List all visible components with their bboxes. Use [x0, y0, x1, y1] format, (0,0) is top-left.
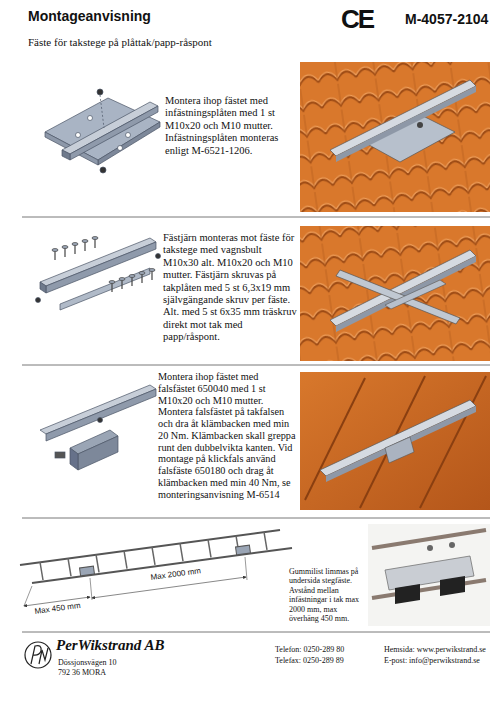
dimension-label: Max 450 mm [34, 598, 105, 617]
address: Dössjonsvägen 10 [58, 658, 208, 667]
instruction-text: Montera ihop fästet med infästningsplåte… [165, 95, 297, 157]
angle-iron-drawing [36, 237, 161, 311]
email: E-post: info@perwikstrand.se [384, 656, 498, 665]
roof-photo [300, 62, 490, 212]
note-text: Gummilist limmas på undersida stegfäste.… [289, 567, 367, 624]
logo-mark [25, 642, 51, 668]
roof-ladder-drawing [20, 530, 292, 606]
phone: Telefon: 0250-289 80 [275, 645, 380, 654]
subtitle: Fäste för takstege på plåttak/papp-råspo… [28, 36, 328, 49]
company-logo-text: PerWikstrand AB [56, 637, 236, 655]
separator [22, 217, 490, 632]
instruction-text: Montera ihop fästet med falsfästet 65004… [158, 371, 298, 501]
seam-roof-photo [300, 372, 490, 510]
document-number: M-4057-2104 [405, 11, 500, 28]
bracket-plate-drawing [45, 89, 160, 173]
fax: Telefax: 0250-289 89 [275, 656, 380, 665]
instruction-text: Fästjärn monteras mot fäste för takstege… [163, 232, 297, 344]
roof-photo [300, 226, 490, 361]
ladder-bracket-photo [368, 524, 490, 626]
address: 792 36 MORA [58, 668, 208, 677]
website: Hemsida: www.perwikstrand.se [384, 645, 498, 654]
seam-clamp-drawing [40, 385, 156, 470]
ce-mark: CE [341, 4, 391, 35]
document-title: Montageanvisning [28, 8, 151, 24]
